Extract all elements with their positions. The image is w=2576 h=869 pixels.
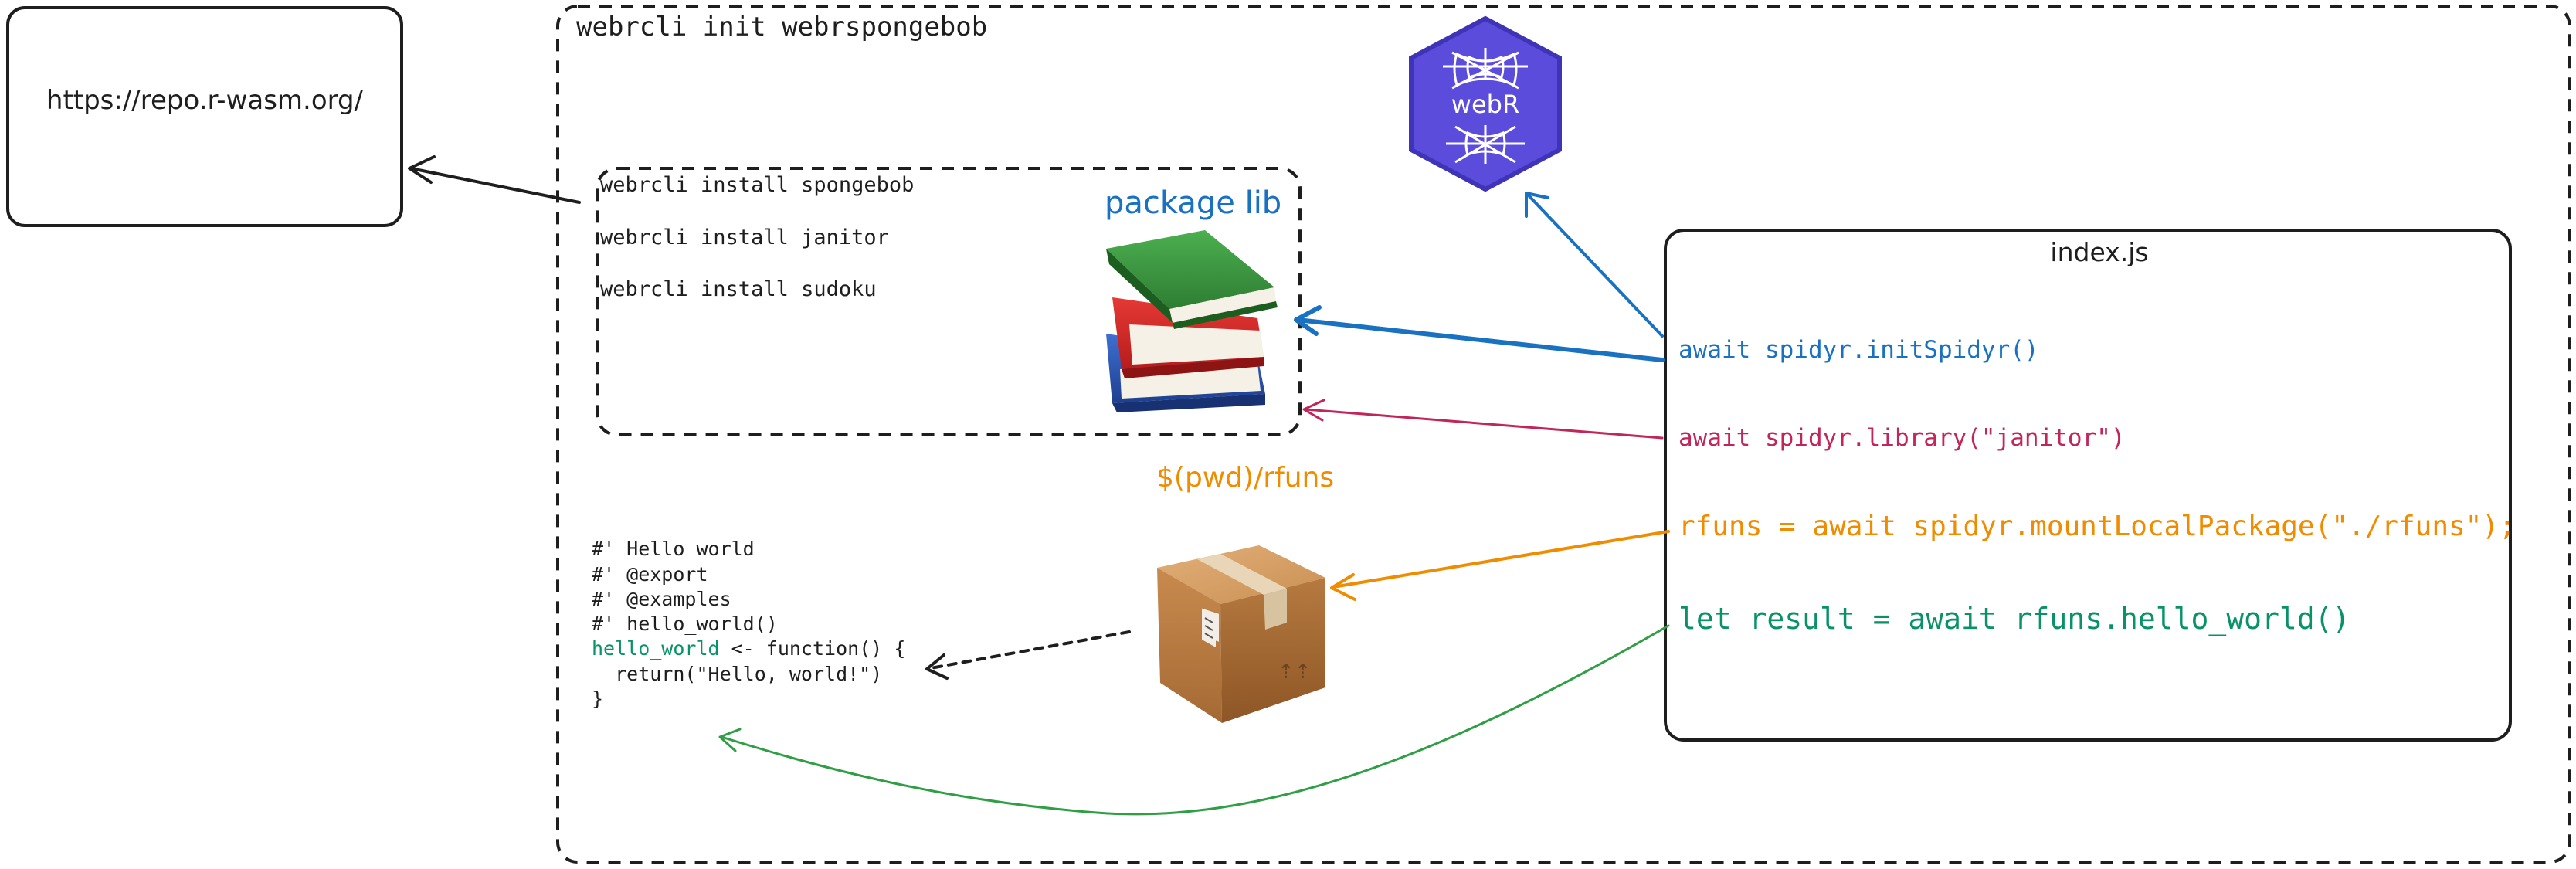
arrow-mount-to-box xyxy=(1330,530,1670,601)
indexjs-box-frame xyxy=(1664,229,2512,742)
install-command-janitor: webrcli install janitor xyxy=(600,226,889,249)
arrow-init-to-lib xyxy=(1294,305,1665,362)
indexjs-title: index.js xyxy=(2050,237,2148,267)
project-frame-border xyxy=(556,5,2571,864)
r-function-name: hello_world xyxy=(592,637,720,660)
webr-logo: webR xyxy=(1409,15,1562,192)
indexjs-box: index.js await spidyr.initSpidyr() await… xyxy=(1664,229,2516,742)
r-function-signature: <- function() { xyxy=(720,637,906,660)
spider-web-icon xyxy=(1443,48,1528,90)
spider-web-icon-lower xyxy=(1446,125,1525,164)
indexjs-call-line: let result = await rfuns.hello_world() xyxy=(1678,602,2350,636)
install-command-sudoku: webrcli install sudoku xyxy=(600,277,877,301)
project-init-command: webrcli init webrspongebob xyxy=(576,12,987,42)
r-roxygen-line-1: #' Hello world xyxy=(592,538,755,560)
repo-box-frame xyxy=(6,6,403,227)
r-roxygen-line-3: #' @examples xyxy=(592,588,731,610)
repo-url: https://repo.r-wasm.org/ xyxy=(46,85,364,116)
svg-text:⇡⇡: ⇡⇡ xyxy=(1278,660,1312,684)
arrow-box-to-rcode xyxy=(925,630,1131,680)
indexjs-library-line: await spidyr.library("janitor") xyxy=(1678,424,2126,452)
arrow-library-to-lib xyxy=(1302,399,1664,440)
install-box-frame xyxy=(596,167,1302,436)
repo-box: https://repo.r-wasm.org/ xyxy=(6,6,403,227)
install-command-spongebob: webrcli install spongebob xyxy=(600,173,914,197)
arrow-call-to-rfunction xyxy=(718,624,1670,816)
r-function-body: return("Hello, world!") xyxy=(592,663,882,685)
package-box-icon: ⇡⇡ xyxy=(1157,545,1325,723)
r-source-code: #' Hello world #' @export #' @examples #… xyxy=(592,538,905,710)
rfuns-path-label: $(pwd)/rfuns xyxy=(1156,462,1334,494)
books-icon xyxy=(1106,230,1278,412)
r-function-definition: hello_world <- function() { xyxy=(592,637,905,660)
r-roxygen-line-4: #' hello_world() xyxy=(592,613,778,635)
install-box: webrcli install spongebob webrcli instal… xyxy=(596,167,1302,436)
package-lib-label: package lib xyxy=(1105,185,1281,221)
r-function-close: } xyxy=(592,687,603,710)
arrow-install-to-repo xyxy=(408,155,581,204)
project-frame: webrcli init webrspongebob xyxy=(556,5,2571,864)
arrow-init-to-webr xyxy=(1525,192,1664,338)
webr-logo-text: webR xyxy=(1451,90,1519,119)
indexjs-mount-line: rfuns = await spidyr.mountLocalPackage("… xyxy=(1678,511,2516,542)
indexjs-init-line: await spidyr.initSpidyr() xyxy=(1678,336,2039,364)
arrows xyxy=(408,155,1670,816)
r-roxygen-line-2: #' @export xyxy=(592,563,708,586)
webr-hexagon xyxy=(1409,15,1562,192)
